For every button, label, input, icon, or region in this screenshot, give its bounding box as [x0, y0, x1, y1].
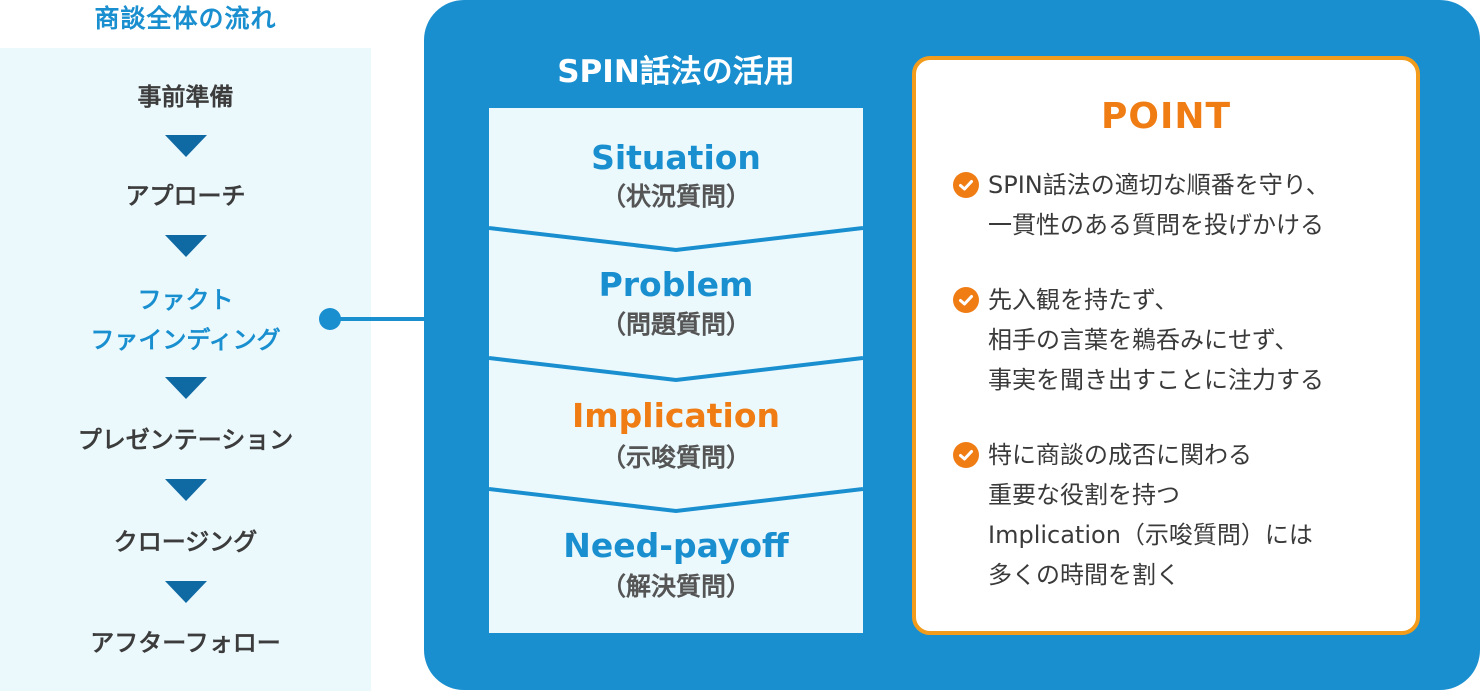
flow-step-after-follow: アフターフォロー: [0, 623, 371, 663]
flow-step-label: アプローチ: [125, 182, 246, 210]
spin-step-situation: Situation: [591, 138, 761, 177]
chevron-divider: [489, 226, 863, 253]
spin-title: SPIN話法の活用: [557, 54, 795, 90]
point-box: POINT SPIN話法の適切な順番を守り、 一貫性のある質問を投げかける 先入…: [912, 56, 1420, 635]
spin-step-problem: Problem: [598, 265, 754, 304]
connector-line: [330, 317, 426, 321]
chevron-dividers: [489, 226, 863, 514]
down-triangle-icon: [165, 479, 207, 501]
point-text-line: 多くの時間を割く: [988, 561, 1180, 589]
point-text-line: 重要な役割を持つ: [988, 481, 1180, 509]
down-triangle-icon: [165, 235, 207, 257]
check-circle-icon: [953, 172, 979, 198]
flow-title: 商談全体の流れ: [94, 4, 277, 33]
flow-step-fact-finding: ファクト ファインディング: [0, 280, 371, 360]
spin-step-need-payoff: Need-payoff: [563, 526, 789, 565]
spin-step-need-payoff-ja: （解決質問）: [600, 572, 751, 601]
point-text-line: SPIN話法の適切な順番を守り、: [988, 171, 1330, 199]
spin-step-problem-ja: （問題質問）: [600, 310, 751, 339]
point-text-line: 相手の言葉を鵜呑みにせず、: [988, 326, 1299, 354]
check-circle-icon: [953, 287, 979, 313]
flow-step-label: クロージング: [113, 528, 258, 556]
flow-step-label: ファインディング: [90, 326, 281, 354]
point-title: POINT: [1100, 96, 1232, 137]
flow-step-label: プレゼンテーション: [77, 426, 294, 454]
flow-step-label: 事前準備: [137, 83, 234, 111]
chevron-divider: [489, 356, 863, 383]
flow-step-presentation: プレゼンテーション: [0, 420, 371, 460]
down-triangle-icon: [165, 135, 207, 157]
flow-step-label: アフターフォロー: [90, 629, 281, 657]
down-triangle-icon: [165, 377, 207, 399]
spin-steps-box: Situation （状況質問） Problem （問題質問） Implicat…: [489, 108, 863, 633]
spin-step-situation-ja: （状況質問）: [600, 182, 751, 211]
spin-step-implication: Implication: [572, 396, 780, 435]
chevron-divider: [489, 487, 863, 514]
flow-step-preparation: 事前準備: [0, 77, 371, 117]
point-text-line: 先入観を持たず、: [988, 286, 1179, 314]
check-circle-icon: [953, 442, 979, 468]
spin-step-implication-ja: （示唆質問）: [600, 443, 751, 472]
down-triangle-icon: [165, 581, 207, 603]
flow-step-label: ファクト: [137, 286, 234, 314]
flow-step-approach: アプローチ: [0, 176, 371, 216]
point-text-line: Implication（示唆質問）には: [988, 521, 1313, 549]
flow-step-closing: クロージング: [0, 522, 371, 562]
point-text-line: 一貫性のある質問を投げかける: [988, 211, 1324, 239]
point-text-line: 特に商談の成否に関わる: [988, 441, 1252, 469]
point-text-line: 事実を聞き出すことに注力する: [988, 366, 1324, 394]
